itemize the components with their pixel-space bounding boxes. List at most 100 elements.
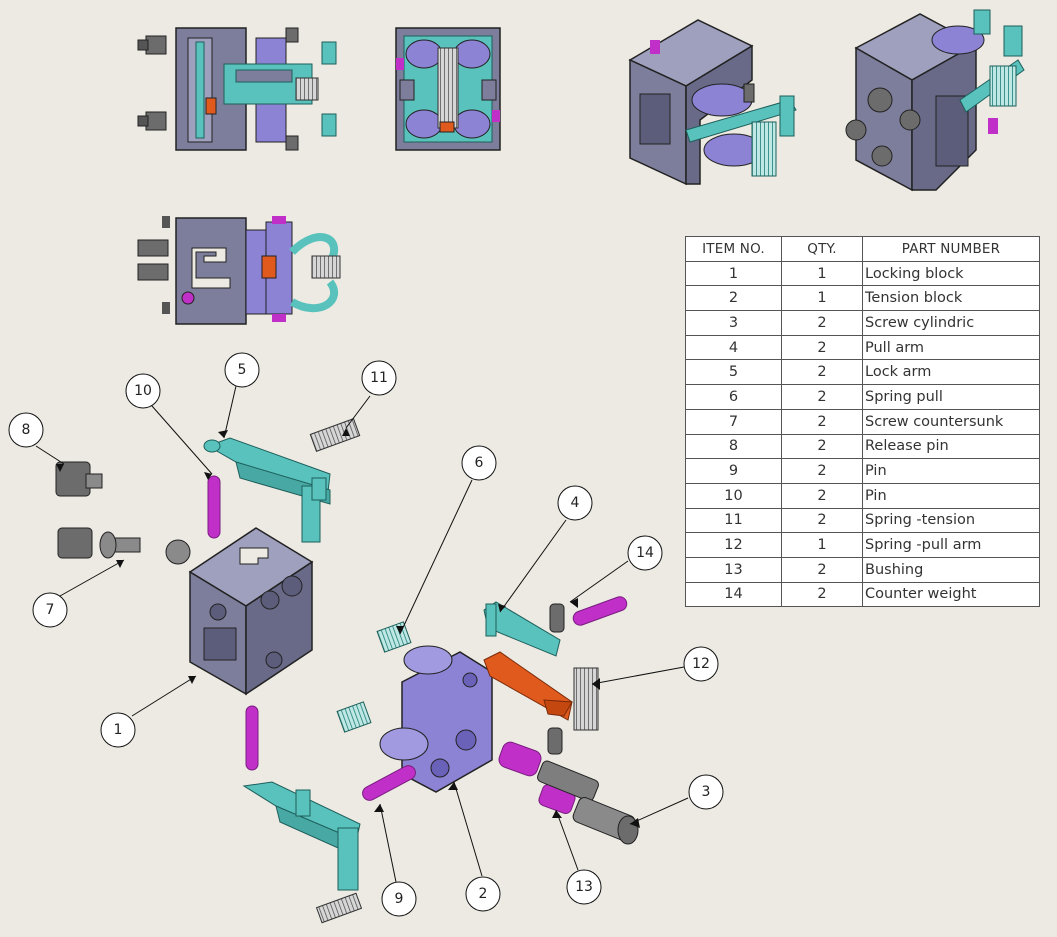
bom-header-qty: QTY.	[781, 236, 863, 262]
bom-qty: 2	[781, 310, 863, 336]
balloon-3: 3	[688, 774, 724, 810]
bom-part-number: Spring pull	[862, 384, 1040, 410]
bom-part-number: Locking block	[862, 260, 1040, 287]
bom-part-number: Tension block	[862, 285, 1040, 312]
bom-item-no: 12	[685, 532, 782, 558]
svg-text:14: 14	[636, 545, 654, 561]
bom-part-number: Spring -tension	[862, 507, 1040, 534]
balloon-10: 10	[125, 373, 161, 409]
part-tension-block	[379, 645, 493, 793]
balloon-14: 14	[627, 535, 663, 571]
svg-text:5: 5	[238, 362, 247, 378]
bom-header-item-no: ITEM NO.	[685, 236, 782, 262]
bom-qty: 2	[781, 482, 863, 509]
bom-item-no: 3	[685, 310, 782, 336]
bom-qty: 2	[781, 408, 863, 435]
bom-item-no: 4	[685, 334, 782, 361]
leader-lines	[35, 385, 689, 883]
svg-text:2: 2	[479, 886, 488, 902]
bom-qty: 2	[781, 581, 863, 608]
part-lock-arm-lower	[242, 781, 361, 891]
bom-part-number: Lock arm	[862, 359, 1040, 386]
part-pin-lower	[245, 705, 259, 771]
part-release-pin	[55, 461, 103, 497]
svg-text:12: 12	[692, 656, 710, 672]
svg-text:6: 6	[475, 455, 484, 471]
svg-text:4: 4	[571, 495, 580, 511]
svg-text:1: 1	[114, 722, 123, 738]
bom-item-no: 7	[685, 408, 782, 435]
balloon-13: 13	[566, 869, 602, 905]
bom-part-number: Screw cylindric	[862, 310, 1040, 336]
bom-part-number: Spring -pull arm	[862, 532, 1040, 558]
bom-part-number: Counter weight	[862, 581, 1040, 608]
bom-qty: 1	[781, 260, 863, 287]
bom-item-no: 13	[685, 556, 782, 583]
bom-item-no: 10	[685, 482, 782, 509]
svg-text:10: 10	[134, 383, 152, 399]
bom-item-no: 9	[685, 458, 782, 484]
bom-qty: 2	[781, 458, 863, 484]
bom-header-row: ITEM NO. QTY. PART NUMBER	[685, 236, 1040, 262]
bom-item-no: 11	[685, 507, 782, 534]
bom-qty: 2	[781, 507, 863, 534]
part-screw-cylindric	[537, 760, 639, 845]
bom-qty: 2	[781, 334, 863, 361]
isometric-view-right	[845, 9, 1025, 192]
bom-item-no: 5	[685, 359, 782, 386]
svg-text:7: 7	[46, 602, 55, 618]
bom-qty: 2	[781, 433, 863, 460]
balloon-4: 4	[557, 485, 593, 521]
part-lock-arm-upper	[203, 437, 331, 543]
balloon-7: 7	[32, 592, 68, 628]
balloon-6: 6	[461, 445, 497, 481]
bom-part-number: Pull arm	[862, 334, 1040, 361]
balloon-9: 9	[381, 881, 417, 917]
balloon-2: 2	[465, 876, 501, 912]
part-spring-pull-arm	[483, 651, 573, 721]
balloons: 1 2 3 4 5 6 7 8 9 10 11 12 13 14	[8, 352, 724, 917]
bom-item-no: 14	[685, 581, 782, 608]
part-counter-weight	[547, 596, 628, 755]
part-screw-countersunk	[57, 527, 191, 565]
part-pin	[362, 765, 416, 801]
svg-text:8: 8	[22, 422, 31, 438]
bom-qty: 1	[781, 285, 863, 312]
balloon-12: 12	[683, 646, 719, 682]
bom-item-no: 2	[685, 285, 782, 312]
part-pin-upper	[207, 475, 221, 539]
bom-part-number: Bushing	[862, 556, 1040, 583]
balloon-5: 5	[224, 352, 260, 388]
part-extension-spring	[573, 667, 599, 731]
bom-qty: 2	[781, 359, 863, 386]
part-spring-pull	[336, 621, 412, 733]
side-view	[137, 216, 341, 325]
front-view	[395, 27, 501, 151]
top-view	[137, 27, 337, 151]
bom-part-number: Pin	[862, 458, 1040, 484]
bom-part-number: Release pin	[862, 433, 1040, 460]
isometric-view-left	[628, 19, 797, 186]
svg-text:11: 11	[370, 370, 388, 386]
balloon-11: 11	[361, 360, 397, 396]
bom-part-number: Pin	[862, 482, 1040, 509]
bom-qty: 2	[781, 384, 863, 410]
leader-arrowheads	[56, 428, 640, 828]
part-pull-arm	[483, 601, 561, 657]
